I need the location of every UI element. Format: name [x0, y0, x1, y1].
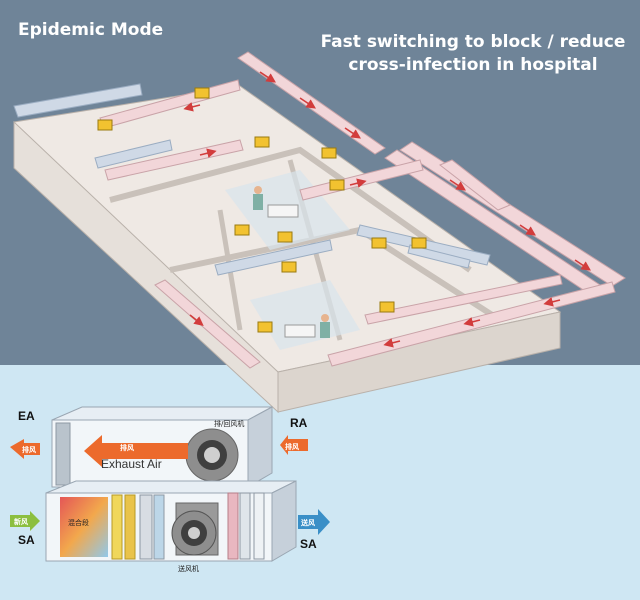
exhaust-fan — [185, 428, 239, 482]
tagline-line1: Fast switching to block / reduce — [320, 32, 626, 52]
exhaust-arrow-label: 排风 — [120, 443, 134, 452]
ea-badge-text: 排风 — [22, 445, 36, 454]
figure-nurse-upper — [253, 186, 263, 210]
exhaust-air-text: Exhaust Air — [101, 457, 162, 471]
mixing-section — [60, 497, 108, 557]
hospital-building-diagram — [13, 51, 626, 414]
sa-label-left: SA — [18, 533, 35, 547]
figure-nurse-lower — [320, 314, 330, 338]
air-handling-unit-diagram: 排/回风机 排风 Exhaust Air 排风 排风 混合段 — [10, 406, 330, 573]
supply-fan — [171, 502, 219, 556]
ea-badge-arrow — [10, 439, 40, 459]
fresh-air-badge-arrow — [10, 511, 40, 531]
supply-air-arrow — [298, 509, 330, 535]
filter-panels — [111, 492, 265, 560]
ra-label: RA — [290, 416, 308, 430]
mixing-section-label: 混合段 — [68, 518, 89, 527]
outer-wall-front — [277, 311, 561, 413]
partition-1 — [109, 146, 472, 273]
hospital-bed-lower — [284, 324, 316, 338]
supply-fan-label: 送风机 — [178, 564, 199, 573]
supply-duct-network — [13, 83, 491, 276]
mode-title: Epidemic Mode — [18, 20, 164, 40]
fresh-air-badge-text: 新风 — [14, 517, 28, 526]
hospital-bed-upper — [267, 204, 299, 218]
supply-badge-text: 送风 — [300, 518, 315, 527]
sa-label-right: SA — [300, 537, 317, 551]
ra-badge-arrow — [280, 435, 308, 455]
tagline: Fast switching to block / reduce cross-i… — [318, 31, 628, 77]
tagline-line2: cross-infection in hospital — [348, 55, 598, 75]
exhaust-fan-label: 排/回风机 — [214, 419, 244, 428]
exhaust-flow-arrows — [183, 71, 591, 348]
ra-badge-text: 排风 — [285, 442, 299, 451]
ea-label: EA — [18, 409, 35, 423]
exhaust-air-arrow — [84, 435, 188, 467]
ward-room-lower — [250, 280, 360, 350]
damper-units — [97, 87, 427, 333]
